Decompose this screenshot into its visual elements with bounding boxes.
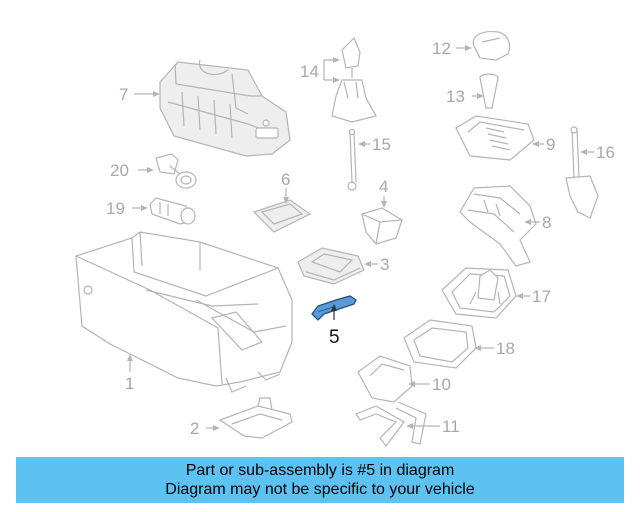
part-11-bracket-frame bbox=[355, 401, 427, 447]
part-15-shift-rod bbox=[347, 128, 357, 191]
part-5-highlighted[interactable] bbox=[311, 295, 357, 321]
callout-19: 19 bbox=[106, 199, 125, 218]
part-9-indicator-plate bbox=[455, 115, 535, 161]
callout-6: 6 bbox=[281, 170, 290, 189]
part-18-bezel-frame bbox=[403, 319, 477, 369]
part-1-console-body bbox=[75, 231, 293, 393]
callout-16: 16 bbox=[596, 143, 615, 162]
callout-8: 8 bbox=[542, 213, 551, 232]
part-20-socket bbox=[155, 153, 197, 189]
callout-20: 20 bbox=[110, 161, 129, 180]
callout-7: 7 bbox=[119, 85, 128, 104]
callout-3: 3 bbox=[380, 255, 389, 274]
leader-lines bbox=[127, 45, 594, 431]
part-12-gear-knob bbox=[472, 31, 511, 61]
part-2-mounting-bracket bbox=[218, 397, 293, 439]
part-7-shifter-housing bbox=[159, 59, 291, 157]
callout-17: 17 bbox=[532, 287, 551, 306]
part-14-shift-knob bbox=[331, 36, 377, 123]
callout-10: 10 bbox=[432, 375, 451, 394]
part-10-trim-panel bbox=[357, 355, 413, 403]
callout-12: 12 bbox=[432, 39, 451, 58]
banner-line-2: Diagram may not be specific to your vehi… bbox=[165, 481, 475, 498]
part-13-knob-insert bbox=[479, 73, 499, 109]
part-16-cable-bracket bbox=[565, 126, 599, 219]
callout-5: 5 bbox=[329, 327, 340, 348]
part-6-bin-mat bbox=[252, 199, 312, 233]
part-3-tray bbox=[297, 247, 365, 285]
callout-18: 18 bbox=[496, 339, 515, 358]
callout-numbers: 7 14 12 13 15 9 16 20 19 6 4 3 8 17 18 1… bbox=[106, 39, 615, 438]
callout-2: 2 bbox=[190, 419, 199, 438]
part-19-lighter bbox=[149, 197, 196, 225]
info-banner: Part or sub-assembly is #5 in diagram Di… bbox=[16, 457, 624, 503]
banner-line-1: Part or sub-assembly is #5 in diagram bbox=[185, 462, 455, 479]
part-4-small-bin bbox=[361, 207, 403, 245]
callout-15: 15 bbox=[372, 135, 391, 154]
callout-4: 4 bbox=[379, 177, 388, 196]
part-17-shift-boot bbox=[441, 267, 517, 319]
callout-14: 14 bbox=[300, 62, 319, 81]
callout-9: 9 bbox=[546, 135, 555, 154]
callout-11: 11 bbox=[442, 417, 460, 436]
callout-1: 1 bbox=[125, 374, 134, 393]
part-8-trim-cover bbox=[459, 185, 537, 267]
callout-13: 13 bbox=[446, 87, 465, 106]
